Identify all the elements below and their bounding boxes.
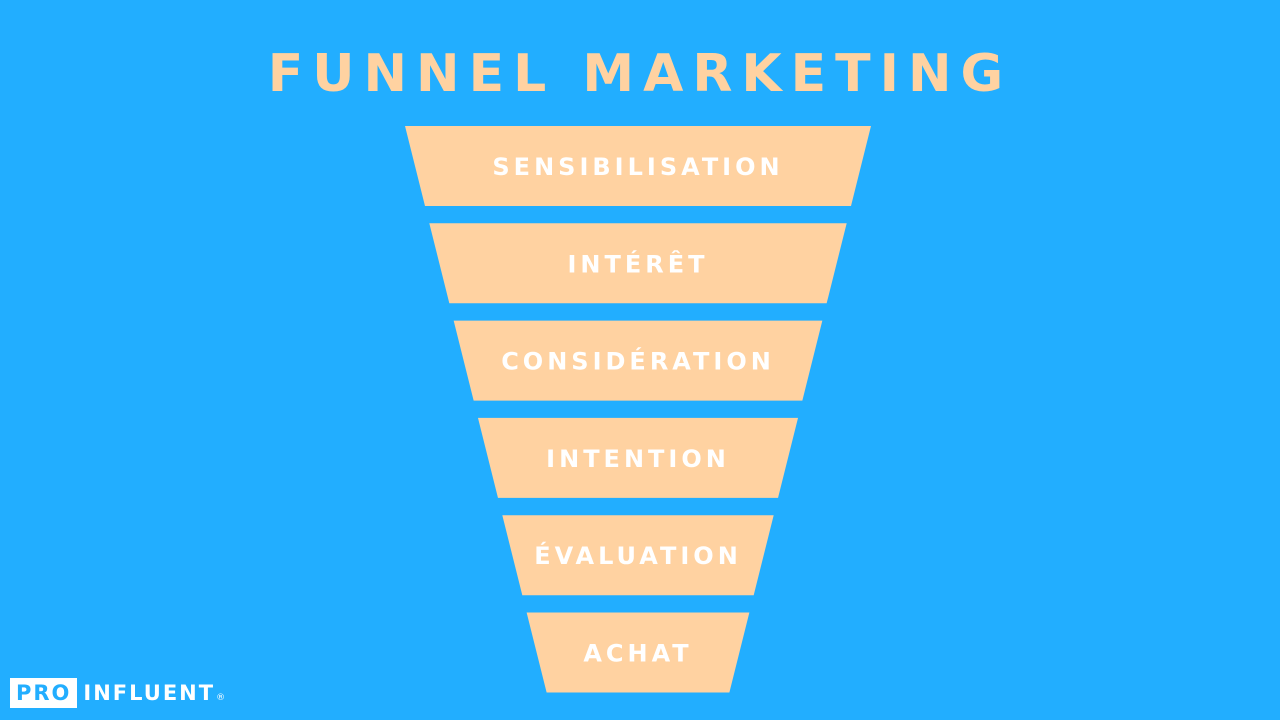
funnel-stage-label-4: INTENTION <box>546 445 730 473</box>
funnel-stage-label-6: ACHAT <box>583 640 692 668</box>
funnel-stage-5 <box>502 515 774 596</box>
funnel-stage-label-1: SENSIBILISATION <box>492 153 783 181</box>
funnel-stage-label-2: INTÉRÊT <box>567 249 708 278</box>
funnel-stage-4 <box>477 417 799 498</box>
logo-box-text: PRO <box>16 681 72 705</box>
logo-box: PRO <box>10 678 78 708</box>
funnel-stage-label-5: ÉVALUATION <box>534 541 742 570</box>
funnel-stage-3 <box>453 320 823 401</box>
funnel-stage-2 <box>429 223 847 304</box>
page-title: FUNNEL MARKETING <box>267 44 1013 104</box>
logo-text: INFLUENT <box>83 681 216 705</box>
funnel-stage-1 <box>405 126 871 206</box>
registered-mark: ® <box>216 693 226 703</box>
funnel-stage-6 <box>526 612 750 693</box>
funnel-stage-label-3: CONSIDÉRATION <box>501 347 775 376</box>
brand-logo: PRO INFLUENT ® <box>10 676 225 710</box>
